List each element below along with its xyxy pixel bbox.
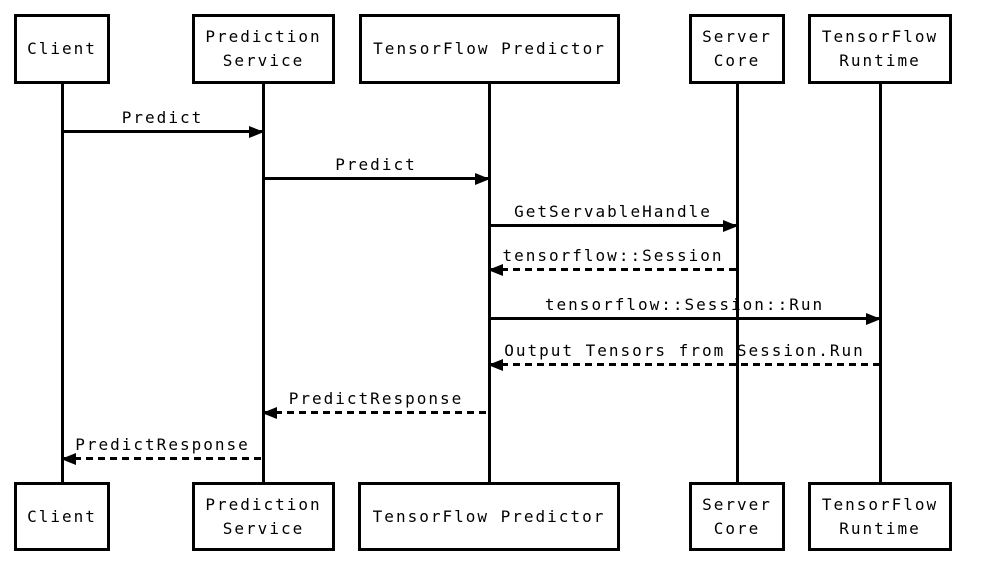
- message-line: [263, 172, 490, 185]
- message-predict-client-to-prediction-service: Predict: [62, 107, 264, 138]
- lifeline-prediction-service: [261, 84, 265, 482]
- actor-label-client: Client: [27, 39, 97, 58]
- message-output-tensors-return: Output Tensors from Session.Run: [488, 340, 880, 371]
- message-label: tensorflow::Session::Run: [544, 295, 825, 314]
- actor-label-server-core: Server Core: [702, 494, 772, 538]
- actor-box-prediction-service-top: Prediction Service: [192, 14, 335, 84]
- message-line: [62, 125, 264, 138]
- message-line: [489, 312, 881, 325]
- actor-box-client-top: Client: [14, 14, 110, 84]
- message-label: GetServableHandle: [514, 202, 712, 221]
- arrowhead-right-icon: [866, 312, 881, 325]
- message-line: [489, 219, 738, 232]
- actor-label-prediction-service: Prediction Service: [205, 27, 322, 70]
- arrowhead-left-icon: [488, 263, 503, 276]
- arrowhead-right-icon: [249, 125, 264, 138]
- arrowhead-right-icon: [475, 172, 490, 185]
- arrowhead-right-icon: [723, 219, 738, 232]
- arrowhead-left-icon: [61, 452, 76, 465]
- actor-box-server-core-top: Server Core: [689, 14, 785, 84]
- message-predictresponse-to-client: PredictResponse: [61, 434, 263, 465]
- lifeline-tensorflow-predictor: [487, 84, 491, 482]
- message-label: Predict: [121, 108, 204, 127]
- message-label: PredictResponse: [75, 435, 250, 454]
- message-line: [488, 263, 737, 276]
- message-label: Predict: [335, 155, 417, 174]
- message-label: PredictResponse: [288, 389, 464, 408]
- lifeline-client: [60, 84, 64, 482]
- message-predict-prediction-service-to-tensorflow-predictor: Predict: [263, 154, 490, 185]
- actor-box-tensorflow-predictor-top: TensorFlow Predictor: [359, 14, 620, 84]
- actor-label-server-core: Server Core: [702, 27, 772, 70]
- lifeline-server-core: [735, 84, 739, 482]
- actor-box-tensorflow-runtime-top: TensorFlow Runtime: [808, 14, 952, 84]
- arrowhead-left-icon: [488, 358, 503, 371]
- message-tensorflow-session-return: tensorflow::Session: [488, 245, 737, 276]
- actor-label-client: Client: [27, 506, 97, 526]
- actor-label-tensorflow-runtime: TensorFlow Runtime: [821, 494, 939, 538]
- actor-label-tensorflow-runtime: TensorFlow Runtime: [821, 27, 939, 70]
- lifeline-tensorflow-runtime: [878, 84, 882, 482]
- message-label: tensorflow::Session: [502, 246, 724, 265]
- actor-box-server-core-bottom: Server Core: [689, 482, 785, 551]
- actor-label-tensorflow-predictor: TensorFlow Predictor: [373, 39, 606, 58]
- message-line: [488, 358, 880, 371]
- actor-box-tensorflow-predictor-bottom: TensorFlow Predictor: [358, 482, 620, 551]
- actor-label-tensorflow-predictor: TensorFlow Predictor: [372, 506, 606, 526]
- message-tensorflow-session-run: tensorflow::Session::Run: [489, 294, 881, 325]
- message-predictresponse-to-prediction-service: PredictResponse: [262, 388, 489, 419]
- arrowhead-left-icon: [262, 406, 277, 419]
- message-line: [262, 406, 489, 419]
- actor-box-client-bottom: Client: [14, 482, 110, 551]
- actor-box-tensorflow-runtime-bottom: TensorFlow Runtime: [808, 482, 952, 551]
- message-line: [61, 452, 263, 465]
- message-getservablehandle: GetServableHandle: [489, 201, 738, 232]
- actor-label-prediction-service: Prediction Service: [205, 494, 322, 538]
- actor-box-prediction-service-bottom: Prediction Service: [192, 482, 335, 551]
- message-label: Output Tensors from Session.Run: [504, 341, 865, 360]
